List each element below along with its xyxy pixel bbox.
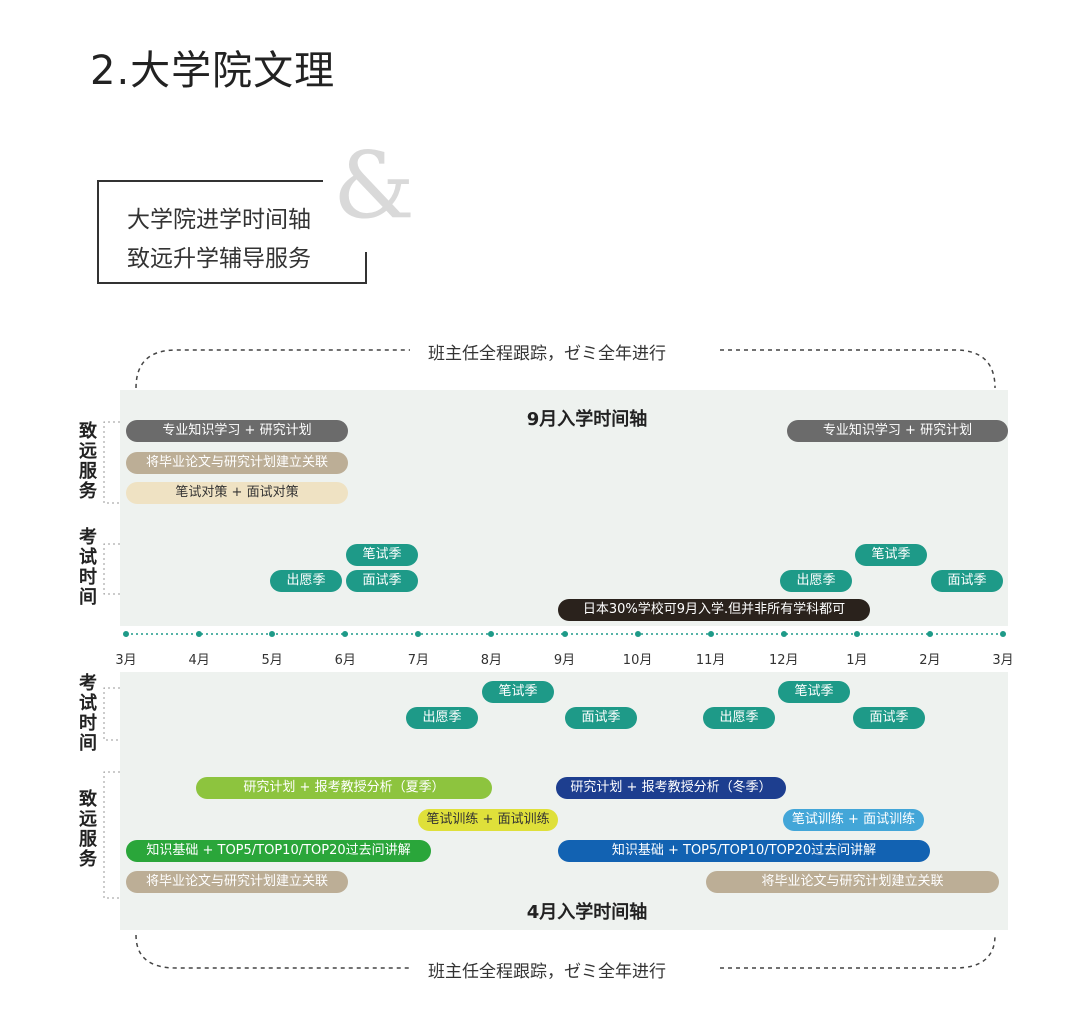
pill-knowledge-study-sep-2: 专业知识学习 + 研究计划 xyxy=(787,420,1008,442)
pill-interview-season: 面试季 xyxy=(931,570,1003,592)
sep-timeline-title: 9月入学时间轴 xyxy=(526,409,648,430)
month-label: 3月 xyxy=(115,653,137,668)
month-tick-dot xyxy=(853,631,860,637)
pill-written-season: 笔试季 xyxy=(855,544,927,566)
pill-knowledge-base-2: 知识基础 + TOP5/TOP10/TOP20过去问讲解 xyxy=(558,840,930,862)
month-label: 3月 xyxy=(992,653,1014,668)
pill-knowledge-study-sep: 专业知识学习 + 研究计划 xyxy=(126,420,348,442)
month-label: 11月 xyxy=(695,653,726,668)
intro-line-2: 致远升学辅导服务 xyxy=(127,246,311,272)
month-label: 5月 xyxy=(261,653,283,668)
pill-exam-training: 笔试训练 + 面试训练 xyxy=(418,809,558,831)
month-label: 8月 xyxy=(480,653,503,668)
pill-application-season: 出愿季 xyxy=(703,707,775,729)
pill-written-season: 笔试季 xyxy=(778,681,850,703)
apr-timeline-title: 4月入学时间轴 xyxy=(526,902,648,923)
month-label: 1月 xyxy=(846,653,868,668)
pill-application-season: 出愿季 xyxy=(406,707,478,729)
pill-application-season: 出愿季 xyxy=(270,570,342,592)
intro-box-frame xyxy=(97,180,367,284)
month-tick-dot xyxy=(415,631,422,637)
month-label: 4月 xyxy=(188,653,210,668)
ampersand-decoration: & xyxy=(333,132,415,239)
month-label: 7月 xyxy=(407,653,429,668)
pill-written-season: 笔试季 xyxy=(482,681,554,703)
month-tick-dot xyxy=(926,631,933,637)
pill-sep-note: 日本30%学校可9月入学.但并非所有学科都可 xyxy=(558,599,870,621)
pill-thesis-link-apr-2: 将毕业论文与研究计划建立关联 xyxy=(706,871,999,893)
pill-interview-season: 面试季 xyxy=(346,570,418,592)
month-tick-dot xyxy=(1000,631,1006,637)
label-exam-sep: 考试时间 xyxy=(79,527,97,608)
month-label: 12月 xyxy=(768,653,799,668)
month-tick-dot xyxy=(269,631,276,637)
month-tick-dot xyxy=(561,631,568,637)
pill-thesis-link-apr: 将毕业论文与研究计划建立关联 xyxy=(126,871,348,893)
label-exam-apr: 考试时间 xyxy=(79,673,97,754)
month-tick-dot xyxy=(342,631,349,637)
page-title: 2.大学院文理 xyxy=(90,48,336,94)
month-label: 6月 xyxy=(334,653,356,668)
border-caption-top: 班主任全程跟踪，ゼミ全年进行 xyxy=(428,344,666,364)
pill-application-season: 出愿季 xyxy=(780,570,852,592)
month-tick-dot xyxy=(634,631,641,637)
pill-exam-prep-sep: 笔试对策 + 面试对策 xyxy=(126,482,348,504)
label-service-apr: 致远服务 xyxy=(79,789,97,870)
pill-research-plan-summer: 研究计划 + 报考教授分析（夏季） xyxy=(196,777,492,799)
border-caption-bottom: 班主任全程跟踪，ゼミ全年进行 xyxy=(428,962,666,982)
pill-interview-season: 面试季 xyxy=(565,707,637,729)
pill-written-season: 笔试季 xyxy=(346,544,418,566)
month-tick-dot xyxy=(707,631,714,637)
pill-thesis-link-sep: 将毕业论文与研究计划建立关联 xyxy=(126,452,348,474)
pill-interview-season: 面试季 xyxy=(853,707,925,729)
month-tick-dot xyxy=(780,631,787,637)
pill-knowledge-base: 知识基础 + TOP5/TOP10/TOP20过去问讲解 xyxy=(126,840,431,862)
label-service-sep: 致远服务 xyxy=(79,421,97,502)
intro-line-1: 大学院进学时间轴 xyxy=(127,207,311,233)
month-tick-dot xyxy=(196,631,203,637)
pill-research-plan-winter: 研究计划 + 报考教授分析（冬季） xyxy=(556,777,786,799)
month-tick-dot xyxy=(488,631,495,637)
month-label: 10月 xyxy=(622,653,653,668)
pill-exam-training-2: 笔试训练 + 面试训练 xyxy=(783,809,924,831)
month-label: 9月 xyxy=(553,653,576,668)
month-label: 2月 xyxy=(919,653,941,668)
month-tick-dot xyxy=(123,631,129,637)
